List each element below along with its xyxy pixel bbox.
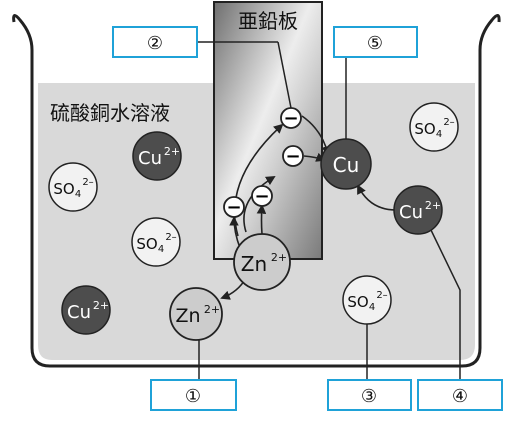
cu2-ion: Cu 2+	[61, 285, 111, 335]
arrow-zn-to-e-3	[256, 204, 267, 235]
svg-text:−: −	[285, 146, 300, 167]
svg-text:2+: 2+	[204, 303, 220, 316]
cu-atom: Cu	[320, 138, 372, 190]
answer-box-1: ①	[150, 379, 237, 411]
svg-text:SO: SO	[347, 293, 368, 311]
beaker	[12, 14, 501, 368]
svg-text:Cu: Cu	[67, 302, 91, 323]
svg-text:2+: 2+	[93, 299, 109, 312]
svg-text:2+: 2+	[425, 199, 441, 212]
svg-text:③: ③	[361, 386, 377, 407]
svg-text:SO: SO	[136, 235, 157, 253]
electron: −	[280, 107, 302, 129]
electrons: − − − −	[223, 107, 304, 218]
svg-text:−: −	[254, 186, 269, 207]
svg-text:2+: 2+	[164, 145, 180, 158]
answer-box-4: ④	[417, 379, 503, 411]
so4-ion: SO 4 2–	[409, 102, 459, 152]
svg-text:②: ②	[147, 33, 163, 54]
electron: −	[251, 185, 273, 207]
svg-text:⑤: ⑤	[367, 33, 383, 54]
svg-text:Zn: Zn	[175, 305, 200, 327]
svg-text:4: 4	[158, 244, 164, 255]
svg-text:−: −	[226, 197, 241, 218]
arrow-zn-to-e-1	[243, 176, 276, 233]
svg-text:SO: SO	[414, 120, 435, 138]
svg-text:2–: 2–	[165, 232, 176, 243]
svg-text:−: −	[283, 108, 298, 129]
so4-ion: SO 4 2–	[342, 275, 392, 325]
zn2-ion: Zn 2+	[169, 287, 223, 341]
zinc-plate	[213, 1, 323, 260]
svg-text:④: ④	[452, 386, 468, 407]
svg-text:Cu: Cu	[138, 148, 162, 169]
svg-text:Cu: Cu	[399, 202, 423, 223]
svg-text:Cu: Cu	[333, 153, 360, 177]
so4-ion: SO 4 2–	[131, 217, 181, 267]
leader-4	[429, 227, 461, 380]
svg-text:SO: SO	[53, 180, 74, 198]
so4-ion: SO 4 2–	[48, 162, 98, 212]
svg-text:2–: 2–	[82, 177, 93, 188]
svg-text:2+: 2+	[271, 251, 287, 264]
electron: −	[223, 196, 245, 218]
plate-label: 亜鉛板	[238, 9, 298, 33]
svg-text:4: 4	[369, 302, 375, 313]
solution-label: 硫酸銅水溶液	[50, 101, 170, 125]
svg-text:①: ①	[185, 386, 201, 407]
svg-text:Zn: Zn	[241, 252, 267, 276]
svg-text:2–: 2–	[443, 117, 454, 128]
zn2-ion: Zn 2+	[233, 233, 291, 291]
arrow-cu2-to-cu	[357, 184, 397, 211]
leader-lines	[197, 41, 461, 380]
svg-text:4: 4	[436, 129, 442, 140]
answer-box-2: ②	[112, 26, 198, 58]
svg-text:4: 4	[75, 189, 81, 200]
svg-text:2–: 2–	[376, 290, 387, 301]
answer-box-5: ⑤	[333, 26, 418, 58]
answer-box-3: ③	[327, 379, 412, 411]
cu2-ion: Cu 2+	[393, 185, 443, 235]
cu2-ion: Cu 2+	[132, 131, 182, 181]
electron: −	[282, 145, 304, 167]
